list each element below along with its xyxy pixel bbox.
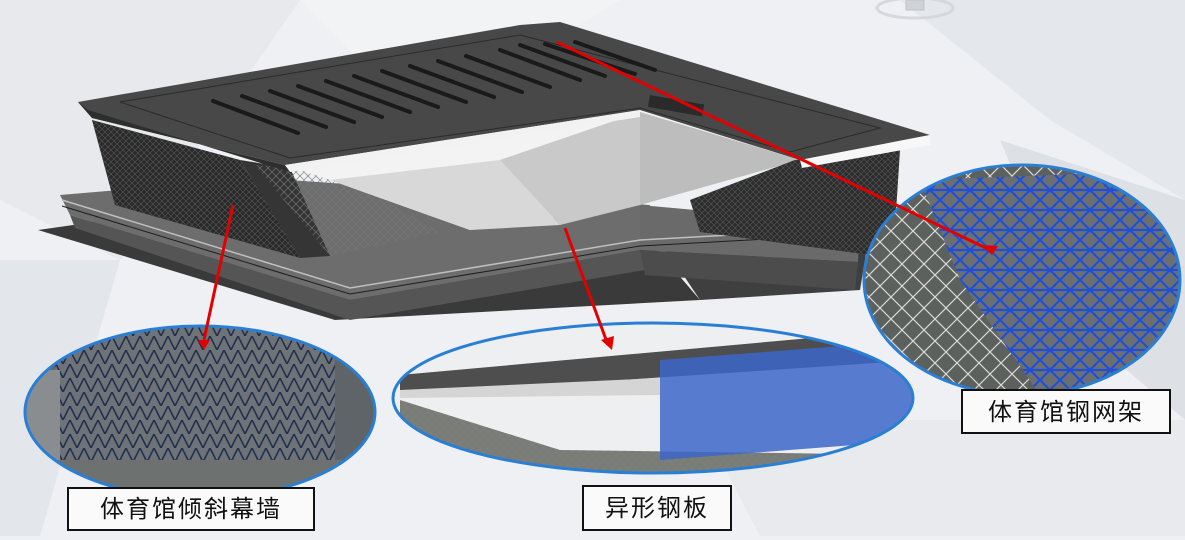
leader-steel-plate — [563, 227, 610, 346]
shaped-steel-plate-detail — [393, 323, 913, 473]
leader-steel-grid — [556, 40, 991, 252]
steel-grid-detail — [864, 165, 1180, 395]
viewcube-icon[interactable] — [870, 0, 960, 22]
callout-label-shaped-steel-plate: 异形钢板 — [582, 485, 732, 531]
leader-curtain-wall — [202, 204, 235, 341]
leader-lines — [202, 40, 991, 346]
callout-label-curtain-wall: 体育馆倾斜幕墙 — [67, 487, 315, 531]
shaped-steel-plate-ellipse — [391, 321, 915, 475]
callout-label-text: 异形钢板 — [605, 494, 709, 522]
callout-label-steel-grid: 体育馆钢网架 — [961, 389, 1171, 434]
callout-label-text: 体育馆钢网架 — [988, 397, 1144, 426]
callout-label-text: 体育馆倾斜幕墙 — [100, 495, 282, 523]
